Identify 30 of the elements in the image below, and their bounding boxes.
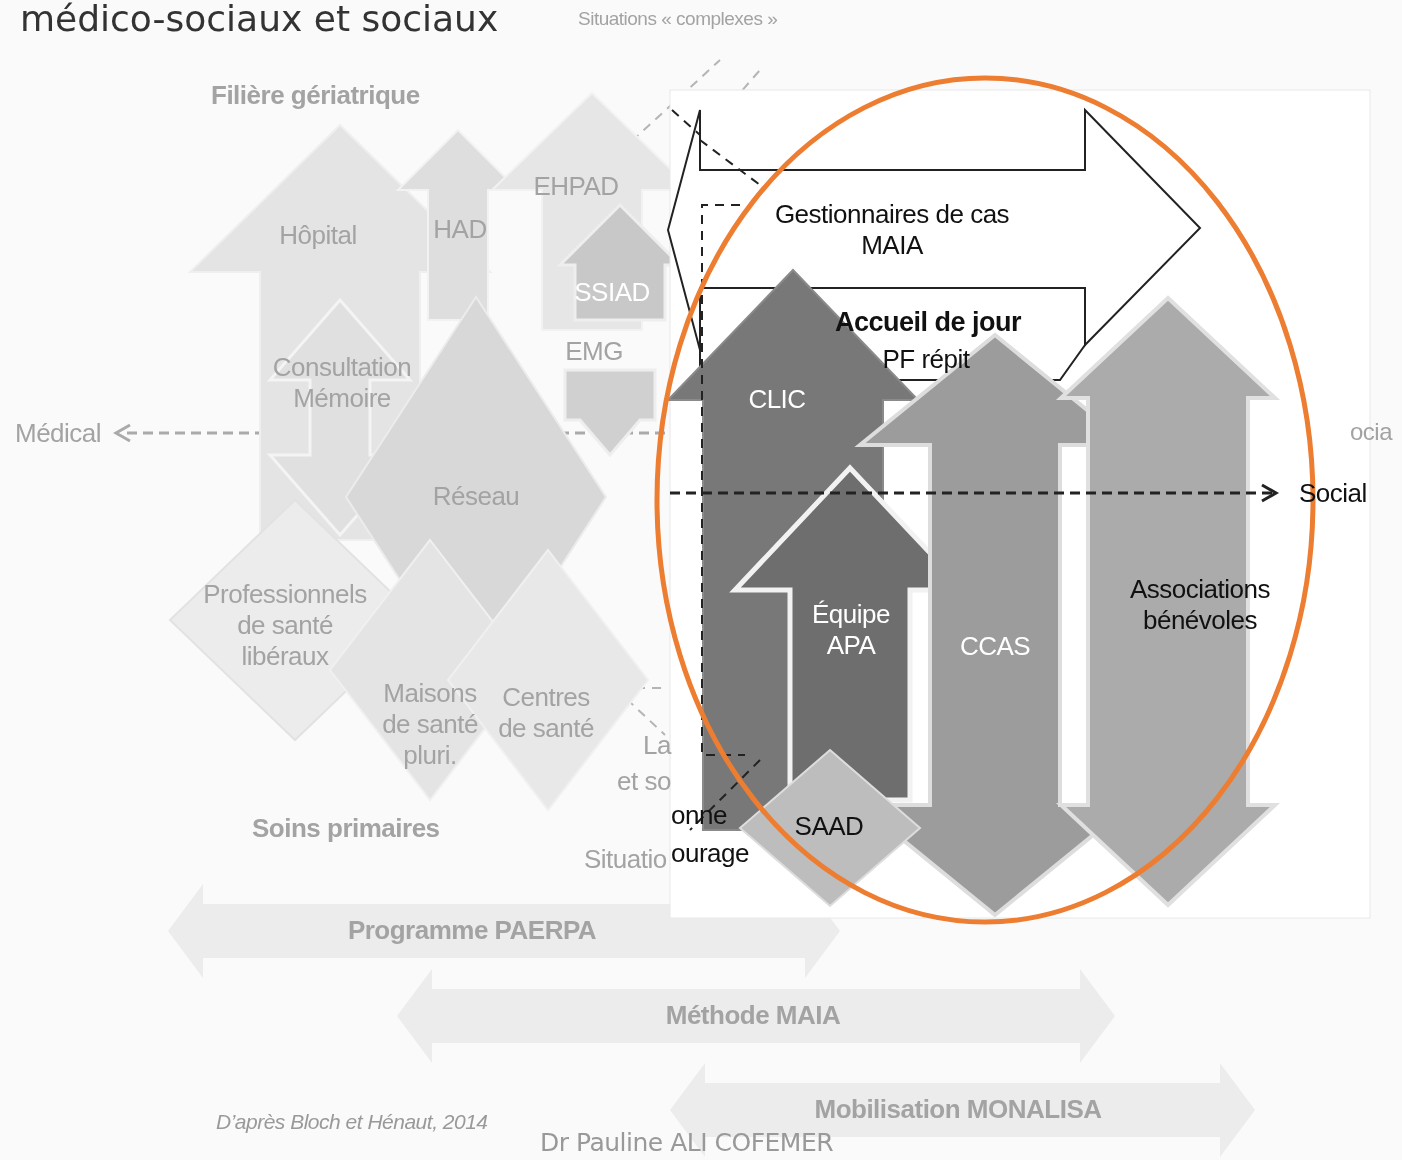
node-label: PF répit bbox=[881, 344, 971, 376]
label-text: Situatio bbox=[584, 844, 667, 875]
label-text: et so bbox=[617, 766, 671, 797]
node-label: EHPAD bbox=[532, 171, 620, 203]
node-label: Centres de santé bbox=[497, 681, 595, 745]
axis-label: ocia bbox=[1350, 418, 1393, 446]
node-label: Associations bénévoles bbox=[1129, 573, 1271, 637]
label-text: La bbox=[643, 730, 671, 761]
section-heading: Soins primaires bbox=[252, 813, 440, 844]
node-label: Mobilisation MONALISA bbox=[813, 1094, 1103, 1126]
label-text: ourage bbox=[671, 838, 749, 869]
node-label: CLIC bbox=[747, 384, 807, 416]
node-label: EMG bbox=[564, 336, 624, 368]
node-label: CCAS bbox=[958, 631, 1032, 663]
node-label: HAD bbox=[432, 214, 488, 246]
axis-label: Médical bbox=[15, 418, 102, 449]
node-label: Consultation Mémoire bbox=[271, 351, 413, 415]
title-text: Situations « complexes » bbox=[578, 8, 778, 30]
node-label: SAAD bbox=[793, 811, 865, 843]
node-label: Gestionnaires de cas MAIA bbox=[773, 198, 1011, 262]
node-label: Programme PAERPA bbox=[346, 915, 598, 947]
source-note: D’après Bloch et Hénaut, 2014 bbox=[216, 1110, 488, 1134]
node-label: Méthode MAIA bbox=[664, 1000, 842, 1032]
node-label: Équipe APA bbox=[811, 598, 891, 662]
author-credit: Dr Pauline ALI COFEMER bbox=[540, 1128, 834, 1157]
slide-title: médico-sociaux et sociaux bbox=[20, 0, 499, 39]
node-label: Maisons de santé pluri. bbox=[381, 678, 479, 772]
node-label: Professionnels de santé libéraux bbox=[202, 579, 368, 673]
section-heading: Filière gériatrique bbox=[211, 80, 420, 111]
node-label: Hôpital bbox=[278, 220, 358, 252]
